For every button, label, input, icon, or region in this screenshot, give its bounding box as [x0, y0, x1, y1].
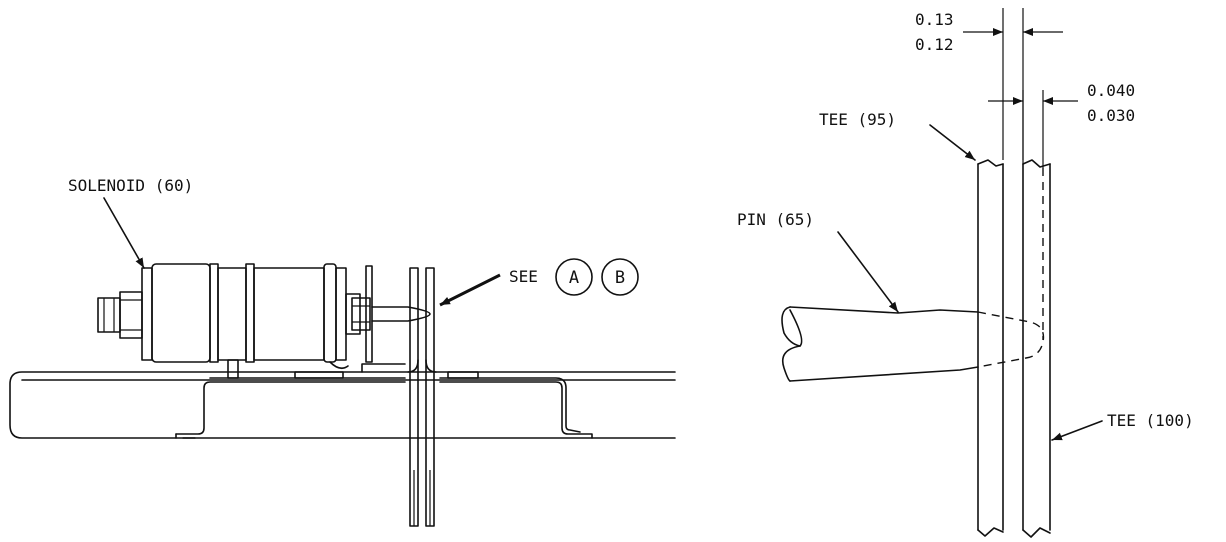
solenoid-label: SOLENOID (60) — [68, 176, 193, 195]
see-leader-arrow — [439, 273, 501, 307]
vertical-tee-plates — [407, 267, 437, 527]
base-plate — [9, 371, 676, 439]
dim-lower-min: 0.030 — [1087, 106, 1135, 125]
dim-lower-max: 0.040 — [1087, 81, 1135, 100]
dim-upper-max: 0.13 — [915, 10, 954, 29]
tee-95-label: TEE (95) — [819, 110, 896, 129]
see-label: SEE — [509, 267, 538, 286]
detail-a-circle — [555, 258, 593, 296]
detail-a-label: A — [569, 268, 579, 288]
pin-65-leader — [837, 231, 899, 313]
solenoid-body — [97, 263, 431, 363]
solenoid-assembly-view: SOLENOID (60) SEE A B — [9, 176, 676, 527]
pin-65-label: PIN (65) — [737, 210, 814, 229]
detail-b-label: B — [615, 268, 625, 288]
pin-tee-detail-view: 0.13 0.12 0.040 0.030 TEE (95) PIN (65) … — [737, 8, 1194, 538]
tee-95-leader — [929, 124, 976, 161]
tee-100-plate — [1022, 159, 1051, 538]
dimension-upper: 0.13 0.12 — [915, 8, 1063, 160]
mounting-bracket — [175, 359, 593, 439]
dimension-lower: 0.040 0.030 — [988, 81, 1135, 168]
tee-100-label: TEE (100) — [1107, 411, 1194, 430]
tee-100-leader — [1051, 420, 1103, 441]
pin-65 — [781, 306, 1045, 382]
tee-95-plate — [977, 159, 1004, 537]
solenoid-leader — [103, 197, 145, 269]
detail-callout: SEE A B — [439, 258, 639, 307]
dim-upper-min: 0.12 — [915, 35, 954, 54]
detail-b-circle — [601, 258, 639, 296]
